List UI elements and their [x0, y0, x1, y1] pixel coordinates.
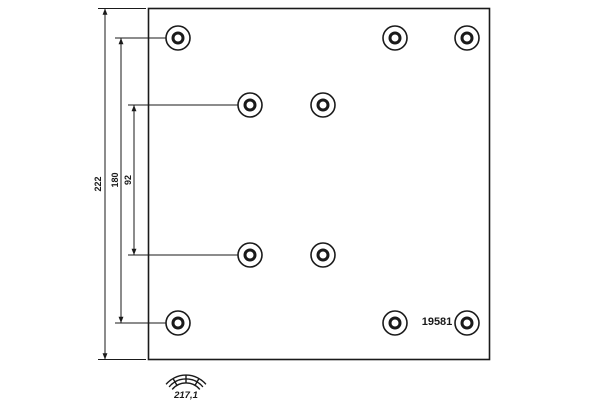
dimension-total-height: 222 [93, 8, 146, 360]
rivet-hole [310, 92, 336, 118]
part-number-label: 19581 [422, 316, 453, 328]
dimension-hole-span: 180 [110, 37, 166, 324]
rivet-hole [165, 25, 191, 51]
rivet-hole [382, 25, 408, 51]
arc-hatch [172, 378, 178, 386]
rivet-hole [382, 310, 408, 336]
rivet-hole [454, 310, 480, 336]
dimension-label-inner-span: 92 [123, 175, 133, 185]
brake-lining-plate [147, 7, 491, 361]
arc-inner [171, 382, 201, 390]
rivet-hole [310, 242, 336, 268]
arc-width-symbol: 217,1 [165, 374, 207, 400]
dimension-label-hole-span: 180 [110, 172, 120, 187]
arc-width-label: 217,1 [173, 390, 198, 400]
arc-hatch [194, 378, 200, 386]
dimension-inner-span: 92 [123, 104, 238, 256]
rivet-hole [237, 242, 263, 268]
holes-layer [165, 25, 480, 336]
dimension-label-total-height: 222 [93, 176, 103, 191]
rivet-hole [165, 310, 191, 336]
rivet-hole [237, 92, 263, 118]
rivet-hole [454, 25, 480, 51]
